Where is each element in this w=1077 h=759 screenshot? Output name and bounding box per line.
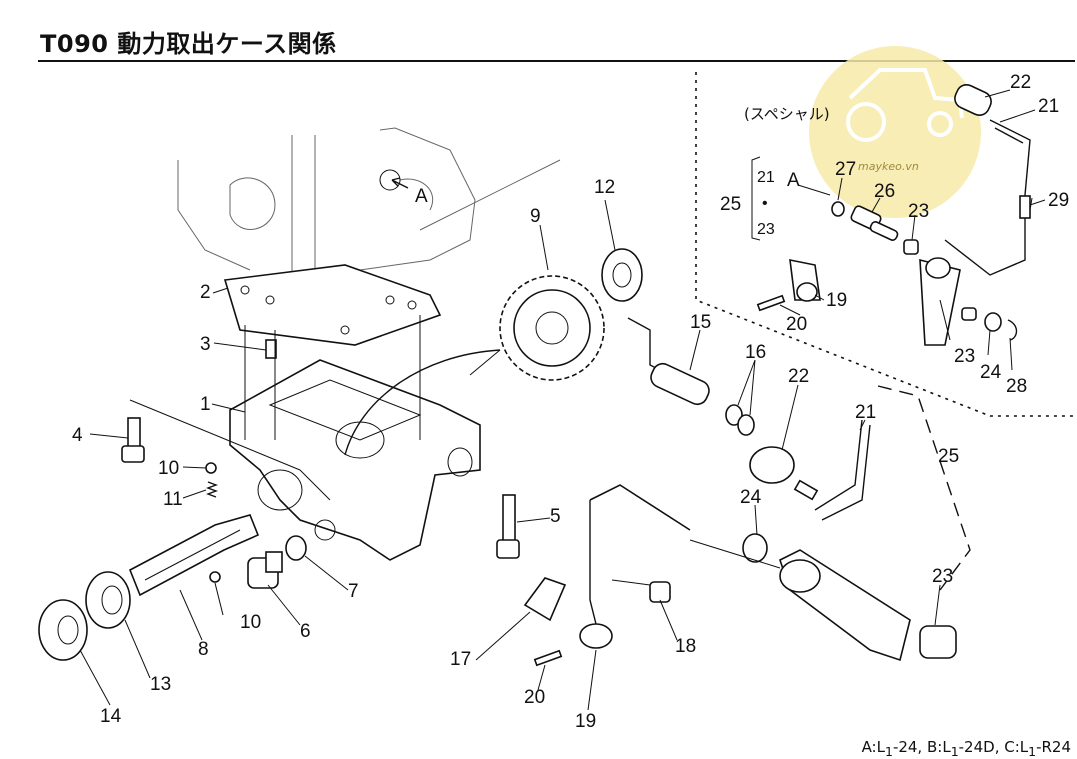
part-10-ball-lower [209, 571, 221, 583]
part-16-oring-a [725, 404, 743, 426]
part-bracket-lower [779, 549, 911, 662]
part-10-ball-upper [205, 462, 217, 474]
watermark-text: maykeo.vn [858, 160, 919, 173]
callout-7: 7 [348, 581, 359, 602]
special-parts [751, 84, 1031, 346]
part-14-bearing [38, 599, 88, 661]
callout-2: 2 [200, 282, 211, 303]
callout-9: 9 [530, 206, 541, 227]
footnote-c-sub: 1 [1028, 744, 1037, 759]
footnote-c: C:L [1004, 738, 1029, 756]
bracket-item-21: 21 [757, 169, 775, 186]
page-title: T090 動力取出ケース関係 [40, 30, 337, 58]
part-17-plate [523, 577, 567, 622]
callout-18: 18 [675, 636, 696, 657]
bracket-item-23: 23 [757, 221, 775, 238]
footnote-a: A:L [861, 738, 885, 756]
callout-20: 20 [524, 687, 545, 708]
callout-s22: 22 [1010, 72, 1031, 93]
callout-14: 14 [100, 706, 122, 727]
special-label: (スペシャル) [744, 105, 830, 123]
footnote-b: B:L [926, 738, 951, 756]
callout-8: 8 [198, 639, 209, 660]
view-label-a-special: A [787, 170, 800, 191]
callout-s19: 19 [826, 290, 847, 311]
callout-19: 19 [575, 711, 596, 732]
callout-24: 24 [740, 487, 762, 508]
leader-lines [79, 89, 1046, 711]
part-8-shaft [128, 514, 260, 597]
callout-6: 6 [300, 621, 311, 642]
callout-s29: 29 [1048, 190, 1069, 211]
callout-13: 13 [150, 674, 171, 695]
part-23-bushing [919, 625, 957, 659]
part-13-bearing [85, 571, 131, 629]
callout-s23-bottom: 23 [954, 346, 975, 367]
callout-12: 12 [594, 177, 615, 198]
engine-outline [177, 127, 561, 280]
part-24-washer [742, 533, 768, 563]
part-16-oring-b [737, 414, 755, 436]
footnote-b-tail: -24D, [958, 738, 1005, 756]
special-boundary [695, 72, 1075, 417]
part-21-rod [814, 419, 871, 521]
part-1-case [229, 359, 481, 561]
view-label-a-main: A [415, 186, 428, 207]
callout-16: 16 [745, 342, 766, 363]
callout-s24: 24 [980, 362, 1002, 383]
callout-s26: 26 [874, 181, 895, 202]
callout-23: 23 [932, 566, 953, 587]
link-curve [344, 349, 501, 456]
part-12-bearing [601, 248, 643, 302]
callout-3: 3 [200, 334, 211, 355]
callout-10-upper: 10 [158, 458, 179, 479]
callout-s20: 20 [786, 314, 807, 335]
callout-15: 15 [690, 312, 711, 333]
part-19-lever [579, 484, 691, 649]
callout-5: 5 [550, 506, 561, 527]
part-3-dowel [265, 339, 277, 359]
callout-s23-top: 23 [908, 201, 929, 222]
bracket-item-dot: • [762, 195, 768, 212]
part-4-bolt [121, 417, 145, 463]
callout-1: 1 [200, 394, 211, 415]
model-footnote: A:L1-24, B:L1-24D, C:L1-R24 [862, 738, 1071, 759]
callout-4: 4 [72, 425, 83, 446]
callout-s27: 27 [835, 159, 856, 180]
callout-17: 17 [450, 649, 471, 670]
footnote-b-sub: 1 [950, 744, 959, 759]
callout-s25: 25 [720, 194, 741, 215]
footnote-a-sub: 1 [884, 744, 893, 759]
callout-s21: 21 [1038, 96, 1059, 117]
footnote-a-tail: -24, [892, 738, 927, 756]
callout-22: 22 [788, 366, 809, 387]
part-15-shaft [627, 317, 710, 406]
part-22-knob [749, 446, 819, 501]
footnote-c-tail: -R24 [1036, 738, 1071, 756]
callout-10-lower: 10 [240, 612, 261, 633]
part-20-pin [533, 649, 563, 667]
title-rule [38, 60, 1075, 62]
bracket-25-dash [877, 385, 971, 591]
part-2-gasket [223, 264, 442, 346]
view-a-arrow [391, 177, 409, 189]
part-11-spring [206, 481, 218, 498]
callout-25: 25 [938, 446, 959, 467]
part-7-washer [285, 535, 307, 561]
callout-21: 21 [855, 402, 876, 423]
part-9-gear [499, 275, 605, 381]
part-6-plug [247, 551, 283, 589]
part-5-bolt [496, 494, 520, 559]
callout-s28: 28 [1006, 376, 1027, 397]
part-18-bolt [649, 581, 671, 603]
callout-11: 11 [163, 489, 183, 510]
